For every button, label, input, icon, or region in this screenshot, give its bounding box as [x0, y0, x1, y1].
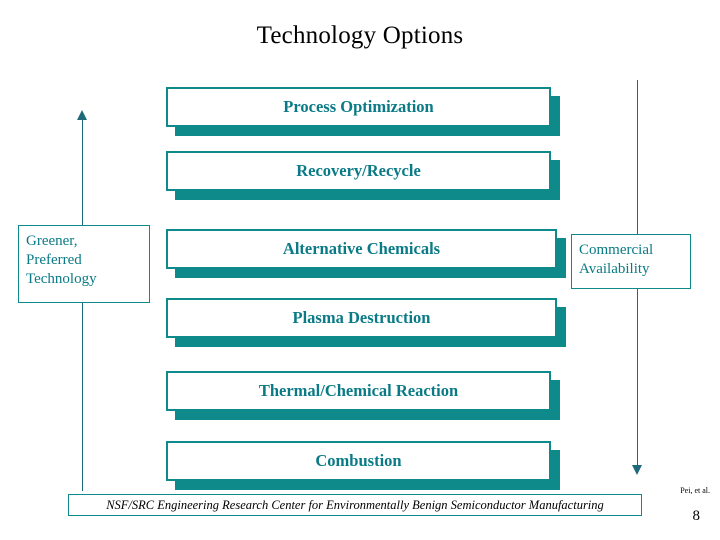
right-label-line-2: Availability [579, 260, 650, 277]
right-arrow-head-icon [632, 465, 642, 475]
left-arrow-head-icon [77, 110, 87, 120]
right-label-line-1: Commercial [579, 242, 654, 258]
option-label: Plasma Destruction [292, 308, 431, 327]
left-arrow-line [82, 119, 83, 491]
option-label: Recovery/Recycle [296, 161, 421, 180]
left-label-line-2: Preferred [26, 251, 82, 268]
label-greener-preferred-technology: Greener, Preferred Technology [18, 225, 150, 303]
option-label: Thermal/Chemical Reaction [258, 381, 459, 400]
option-box-plasma-destruction[interactable]: Plasma Destruction [166, 298, 557, 338]
option-label: Alternative Chemicals [282, 239, 441, 258]
left-label-line-3: Technology [26, 270, 97, 287]
option-box-recovery-recycle[interactable]: Recovery/Recycle [166, 151, 551, 191]
footer-banner: NSF/SRC Engineering Research Center for … [68, 494, 642, 516]
option-label: Process Optimization [283, 97, 434, 116]
option-box-combustion[interactable]: Combustion [166, 441, 551, 481]
option-box-thermal-chemical-reaction[interactable]: Thermal/Chemical Reaction [166, 371, 551, 411]
option-box-alternative-chemicals[interactable]: Alternative Chemicals [166, 229, 557, 269]
label-commercial-availability: Commercial Availability [571, 234, 691, 289]
option-box-process-optimization[interactable]: Process Optimization [166, 87, 551, 127]
page-number: 8 [692, 508, 701, 524]
left-label-line-1: Greener, [26, 233, 78, 249]
page-title: Technology Options [256, 22, 464, 49]
option-label: Combustion [315, 451, 402, 470]
footer-credit: Pei, et al. [680, 486, 710, 495]
